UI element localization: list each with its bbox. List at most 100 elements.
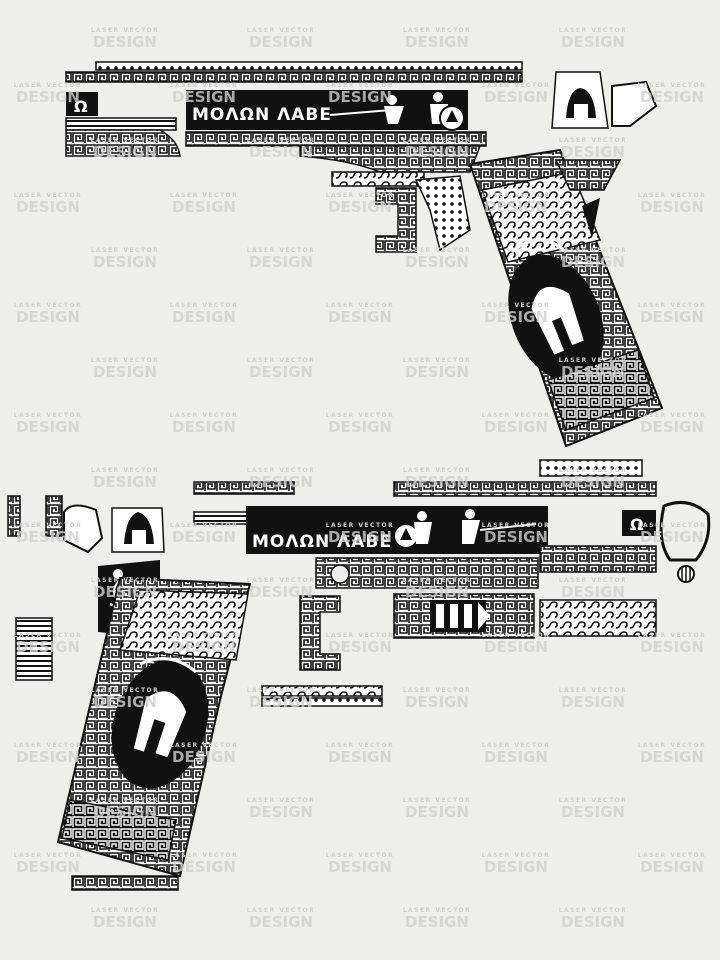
hammer-part: [63, 504, 104, 554]
watermark-line2: DESIGN: [328, 748, 392, 766]
watermark-line2: DESIGN: [405, 803, 469, 821]
watermark-line2: DESIGN: [93, 803, 157, 821]
watermark-line2: DESIGN: [328, 638, 392, 656]
watermark-line1: LASER VECTOR: [170, 742, 239, 749]
watermark-line1: LASER VECTOR: [170, 302, 239, 309]
watermark-line1: LASER VECTOR: [247, 797, 316, 804]
watermark-line1: LASER VECTOR: [638, 82, 707, 89]
frame-small-piece-b: [45, 495, 63, 537]
watermark-line1: LASER VECTOR: [14, 302, 83, 309]
watermark-line2: DESIGN: [405, 33, 469, 51]
watermark-line2: DESIGN: [640, 638, 704, 656]
watermark-line2: DESIGN: [484, 638, 548, 656]
watermark-line1: LASER VECTOR: [326, 412, 395, 419]
watermark-line1: LASER VECTOR: [482, 742, 551, 749]
watermark-line2: DESIGN: [561, 583, 625, 601]
watermark-line2: DESIGN: [16, 418, 80, 436]
frame-bar-a: [261, 685, 383, 697]
watermark-line1: LASER VECTOR: [91, 137, 160, 144]
watermark-line1: LASER VECTOR: [170, 852, 239, 859]
watermark-line1: LASER VECTOR: [482, 302, 551, 309]
watermark-line1: LASER VECTOR: [247, 247, 316, 254]
watermark-line2: DESIGN: [484, 308, 548, 326]
watermark-line1: LASER VECTOR: [91, 687, 160, 694]
bottom-pistol-right-side: ΜΟΛΩΝ ΛΑΒΕ: [7, 459, 711, 891]
watermark-line2: DESIGN: [328, 418, 392, 436]
frame-mag-release: [414, 175, 471, 252]
grip-bushing-part: [659, 500, 711, 562]
watermark-line2: DESIGN: [328, 308, 392, 326]
watermark-line2: DESIGN: [249, 913, 313, 931]
frame-trigger-block: [299, 595, 341, 671]
slide-rail-lower: [65, 71, 523, 83]
watermark-line2: DESIGN: [249, 583, 313, 601]
watermark-line1: LASER VECTOR: [170, 522, 239, 529]
slide-rear-cap: [622, 510, 656, 536]
watermark-line1: LASER VECTOR: [559, 357, 628, 364]
slide-rail-top: [95, 61, 523, 71]
watermark-line2: DESIGN: [93, 473, 157, 491]
watermark-line1: LASER VECTOR: [559, 797, 628, 804]
watermark-line1: LASER VECTOR: [91, 907, 160, 914]
greek-column-icon: [393, 593, 535, 639]
watermark-line1: LASER VECTOR: [559, 27, 628, 34]
frame-right-panel: [539, 545, 657, 573]
watermark-line2: DESIGN: [640, 418, 704, 436]
watermark-line2: DESIGN: [640, 308, 704, 326]
watermark-line2: DESIGN: [249, 473, 313, 491]
watermark-line2: DESIGN: [484, 748, 548, 766]
slide-rail-left: [193, 481, 295, 495]
watermark-line1: LASER VECTOR: [403, 907, 472, 914]
watermark-line1: LASER VECTOR: [559, 577, 628, 584]
watermark-line2: DESIGN: [93, 693, 157, 711]
watermark-line1: LASER VECTOR: [247, 137, 316, 144]
watermark-line1: LASER VECTOR: [247, 357, 316, 364]
watermark-line1: LASER VECTOR: [403, 247, 472, 254]
watermark-line1: LASER VECTOR: [326, 742, 395, 749]
watermark-line2: DESIGN: [172, 748, 236, 766]
watermark-line1: LASER VECTOR: [14, 852, 83, 859]
watermark-line1: LASER VECTOR: [403, 687, 472, 694]
watermark-line2: DESIGN: [561, 913, 625, 931]
watermark-line2: DESIGN: [640, 858, 704, 876]
watermark-line2: DESIGN: [172, 638, 236, 656]
watermark-line1: LASER VECTOR: [482, 522, 551, 529]
slide-rail-top: [539, 459, 643, 477]
